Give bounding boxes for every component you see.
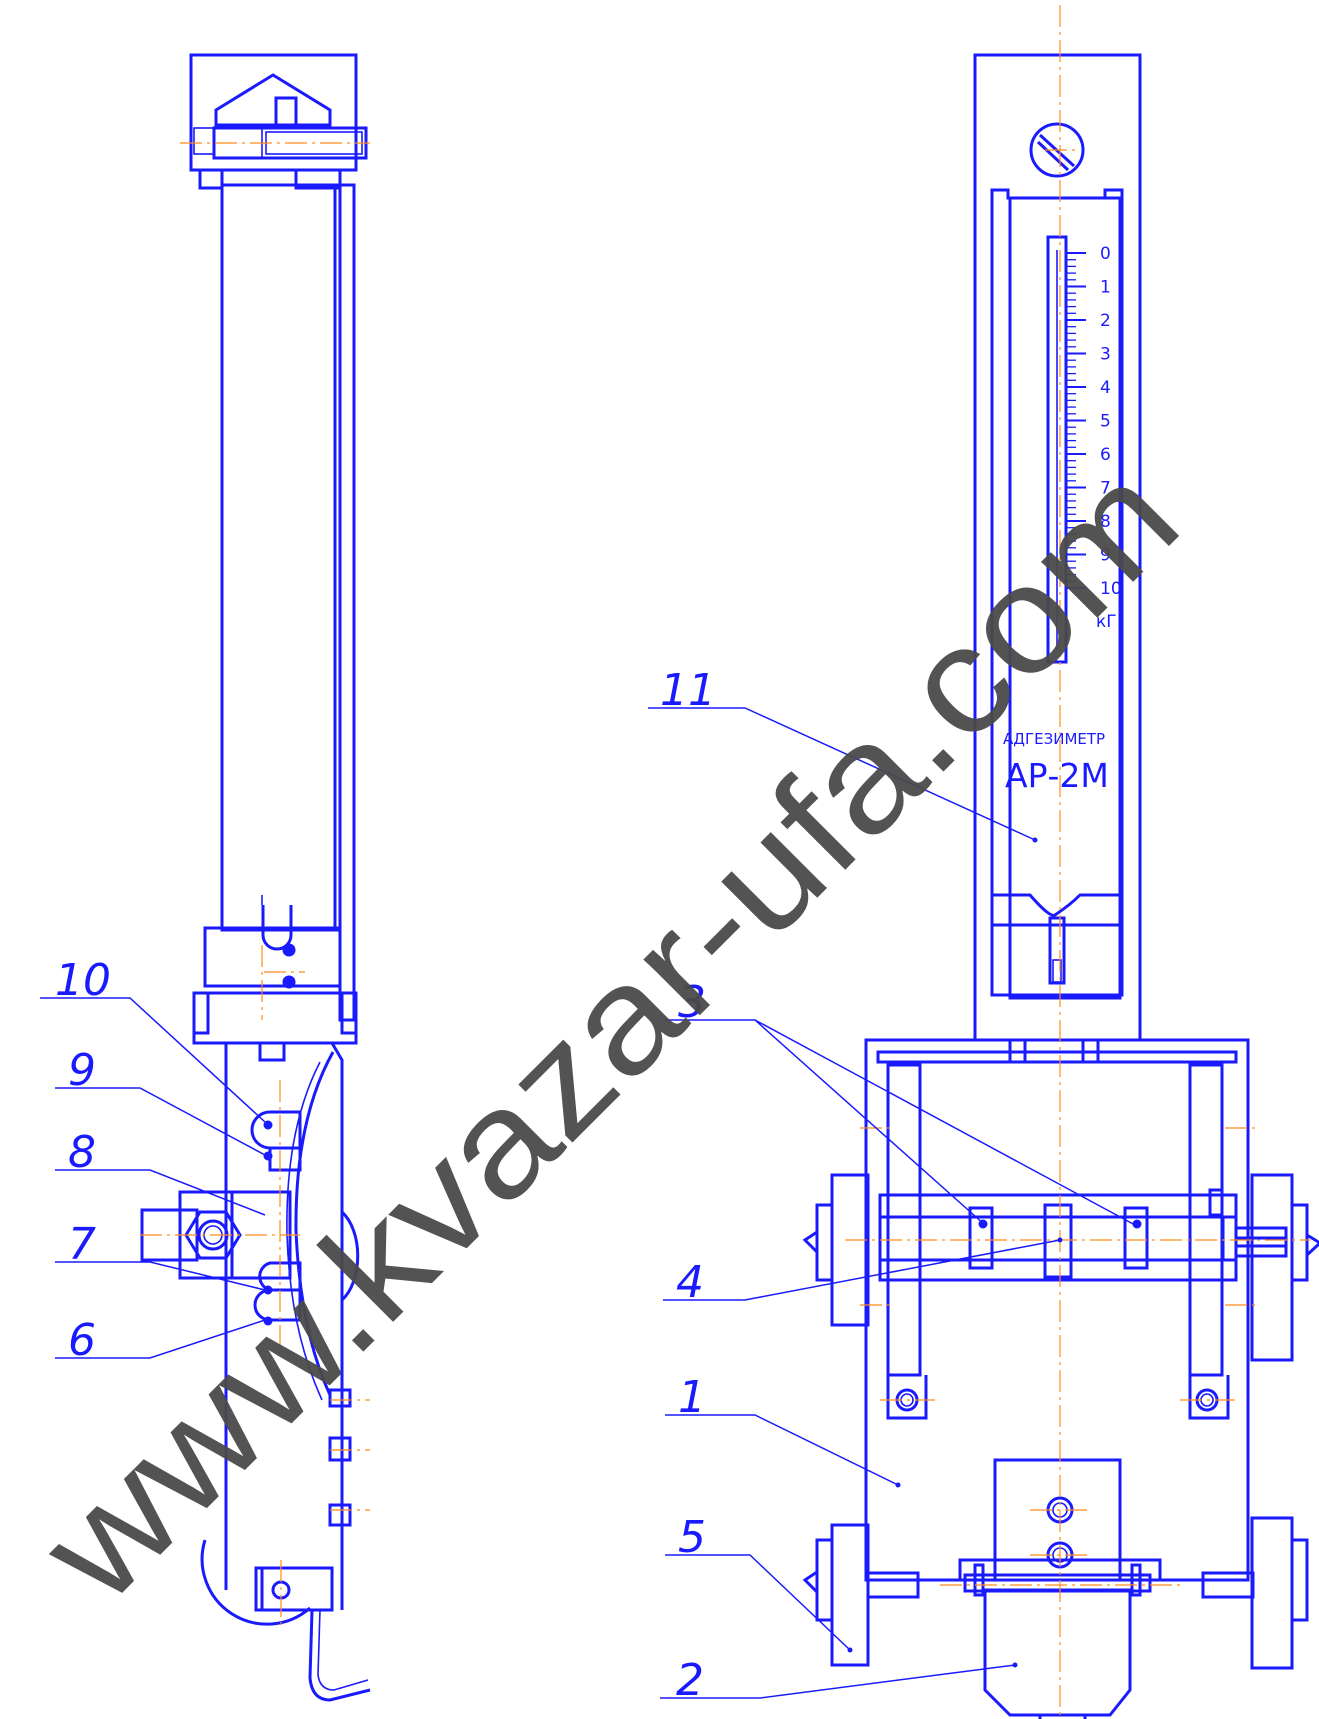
callout-9: 9	[68, 1045, 96, 1096]
scale-label: 5	[1100, 412, 1111, 432]
callout-6: 6	[68, 1315, 96, 1366]
shaft-housing	[878, 1193, 1238, 1282]
scale-labels: 0 1 2 3 4 5 6 7 8 9 10	[1100, 244, 1122, 599]
callout-leaders	[40, 707, 1136, 1699]
callout-3: 3	[678, 977, 706, 1028]
callout-5: 5	[678, 1512, 706, 1563]
scale-ticks	[1066, 252, 1086, 589]
scale-label: 3	[1100, 345, 1111, 365]
callout-2: 2	[676, 1655, 704, 1706]
scale-label: 1	[1100, 278, 1111, 298]
callout-1: 1	[678, 1372, 706, 1423]
scale-label: 0	[1100, 244, 1111, 264]
scale-unit: кГ	[1096, 612, 1117, 632]
scale-label: 9	[1100, 546, 1111, 566]
foot-bracket	[993, 1458, 1122, 1582]
callout-numbers: 10 9 8 7 6 11 3 4 1 5 2	[55, 665, 716, 1706]
scale-label: 8	[1100, 512, 1111, 532]
callout-11: 11	[660, 665, 716, 716]
instrument-name: АДГЕЗИМЕТР	[1003, 730, 1105, 748]
callout-7: 7	[68, 1219, 96, 1270]
main-tube	[220, 183, 342, 932]
scale-label: 6	[1100, 445, 1111, 465]
callout-10: 10	[55, 955, 111, 1006]
scale-label: 4	[1100, 378, 1111, 398]
side-section-view	[140, 53, 371, 1702]
watermark: www.kvazar-ufa.com	[8, 432, 1209, 1633]
front-view: 0 1 2 3 4 5 6 7 8 9 10 кГ АДГЕЗИМЕТР АР-2М	[802, 5, 1319, 1719]
top-screw	[1029, 122, 1085, 178]
callout-4: 4	[676, 1257, 704, 1308]
scale-label: 2	[1100, 311, 1111, 331]
callout-8: 8	[68, 1127, 96, 1178]
top-cap	[189, 53, 358, 172]
instrument-model: АР-2М	[1005, 756, 1109, 795]
scale-tube	[1046, 235, 1068, 664]
scale-label: 7	[1100, 479, 1111, 499]
scale-label: 10	[1100, 579, 1122, 599]
